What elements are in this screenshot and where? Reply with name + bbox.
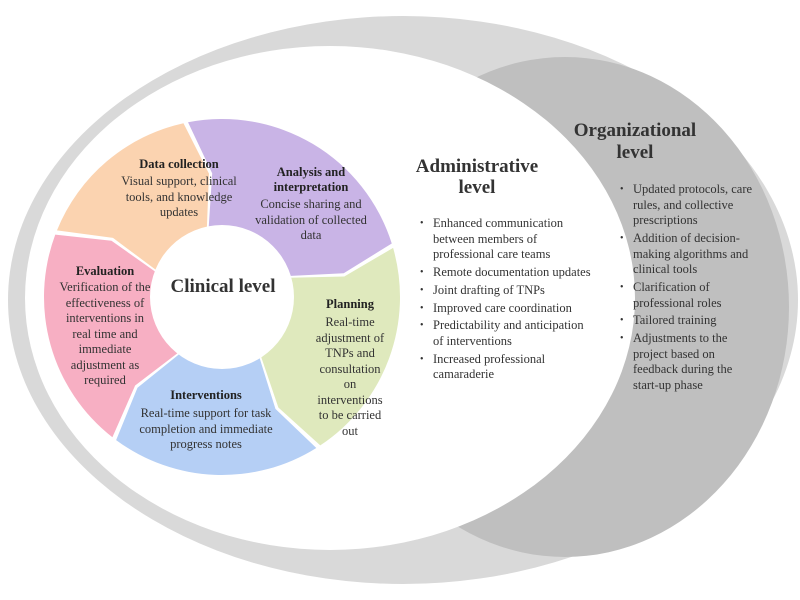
administrative-item: Remote documentation updates [420,265,592,281]
segment-planning: Planning Real-time adjustment of TNPs an… [313,297,387,439]
segment-body: Real-time adjustment of TNPs and consult… [315,315,385,438]
cycle-arrow-interventions [116,353,317,475]
segment-title: Data collection [139,157,219,171]
clinical-level-label: Clinical level [170,276,276,297]
organizational-level-title: Organizational level [556,120,714,164]
segment-body: Verification of the effectiveness of int… [59,280,151,387]
organizational-item: Updated protocols, care rules, and colle… [620,182,760,229]
administrative-level-title: Administrative level [408,156,546,198]
organizational-level-label: Organizational level [573,120,697,163]
administrative-item: Joint drafting of TNPs [420,283,592,299]
administrative-item: Increased professional camaraderie [420,352,592,383]
cycle-arrow-evaluation [43,234,179,438]
administrative-list: Enhanced communication between members o… [420,216,592,385]
segment-title: Planning [326,297,374,311]
cycle-arrow-planning [260,247,400,446]
organizational-item: Adjustments to the project based on feed… [620,331,760,393]
segment-title: Evaluation [75,264,135,278]
administrative-item: Predictability and anticipation of inter… [420,318,592,349]
organizational-item: Clarification of professional roles [620,280,760,311]
segment-body: Visual support, clinical tools, and know… [121,174,237,219]
administrative-item: Enhanced communication between members o… [420,216,592,263]
administrative-item: Improved care coordination [420,301,592,317]
cycle-arrow-analysis [188,119,392,276]
segment-analysis: Analysis and interpretation Concise shar… [255,165,367,244]
segment-body: Real-time support for task completion an… [139,406,273,451]
organizational-item: Tailored training [620,313,760,329]
administrative-level-label: Administrative level [415,156,539,198]
segment-evaluation: Evaluation Verification of the effective… [57,264,153,389]
organizational-item: Addition of decision-making algorithms a… [620,231,760,278]
organizational-list: Updated protocols, care rules, and colle… [620,182,760,396]
segment-data-collection: Data collection Visual support, clinical… [120,157,238,221]
segment-title: Interventions [170,388,242,402]
cycle-arrow-data-collection [56,123,209,271]
segment-interventions: Interventions Real-time support for task… [134,388,278,453]
segment-title: Analysis and interpretation [273,165,349,194]
clinical-cycle [43,119,400,475]
segment-body: Concise sharing and validation of collec… [255,197,367,242]
clinical-center [150,225,294,369]
clinical-level-title: Clinical level [168,276,278,297]
